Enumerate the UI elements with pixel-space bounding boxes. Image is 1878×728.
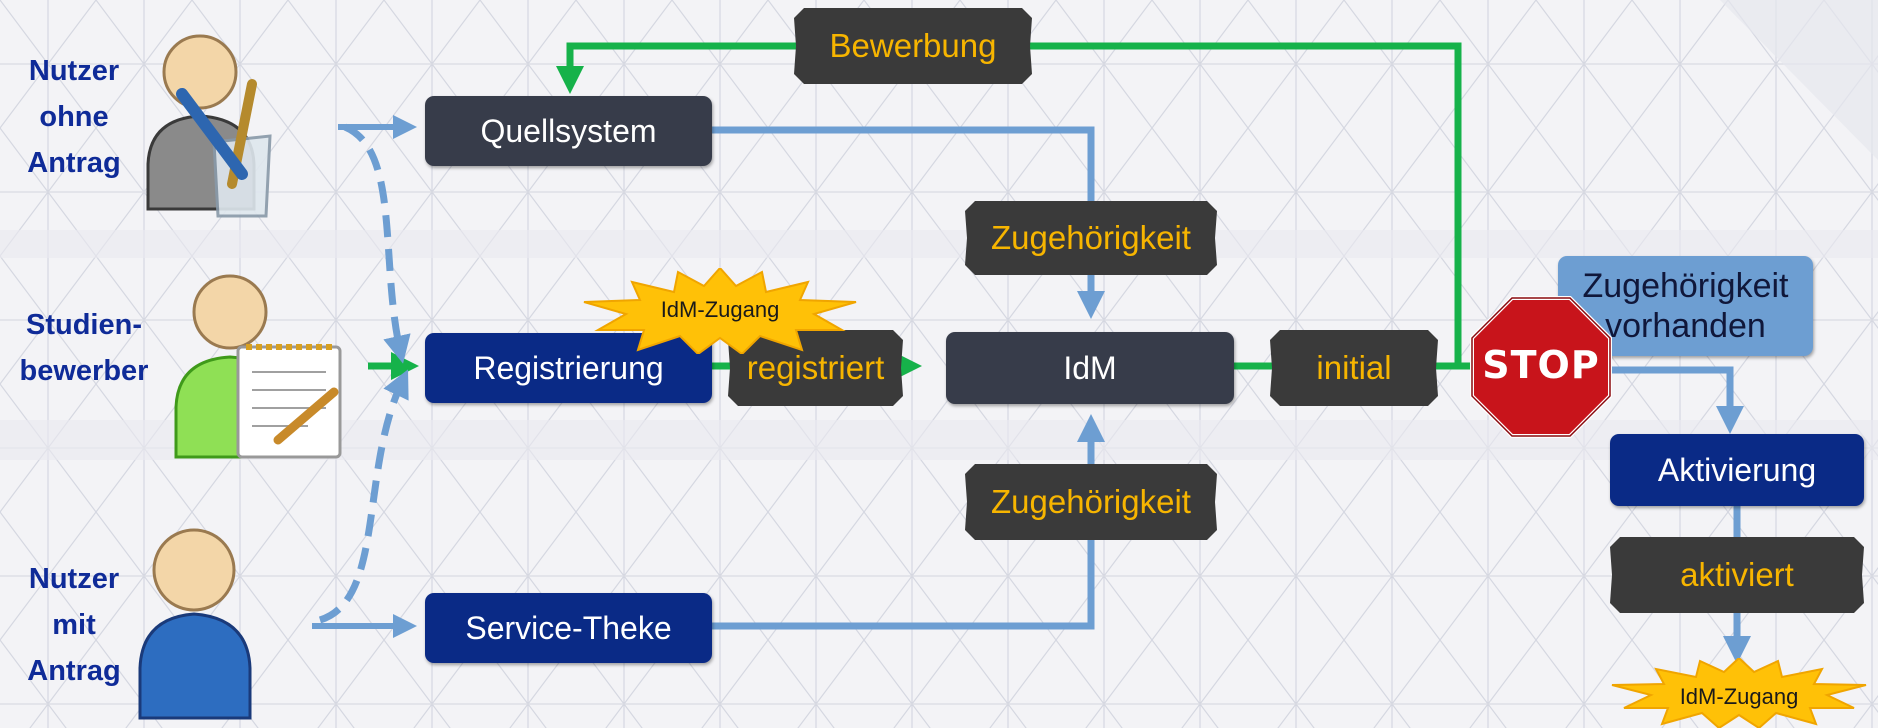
user-label-with-application: Nutzer mit Antrag bbox=[27, 563, 121, 687]
stop-sign-label: STOP bbox=[1482, 343, 1600, 387]
membership-tag-bottom: Zugehörigkeit bbox=[965, 464, 1217, 540]
registration-node: Registrierung bbox=[425, 333, 712, 403]
user-label-without-application: Nutzer ohne Antrag bbox=[27, 55, 121, 179]
initial-tag: initial bbox=[1270, 330, 1438, 406]
user-label-applicant: Studien- bewerber bbox=[19, 309, 149, 387]
source-system-node: Quellsystem bbox=[425, 96, 712, 166]
dashed-curve-top bbox=[343, 123, 411, 364]
registered-tag: registriert bbox=[728, 330, 903, 406]
membership-tag-top: Zugehörigkeit bbox=[965, 201, 1217, 275]
idm-access-burst-top bbox=[583, 268, 857, 354]
service-desk-node: Service-Theke bbox=[425, 593, 712, 663]
idm-access-burst-bottom bbox=[1611, 658, 1867, 728]
stop-sign-icon bbox=[1470, 296, 1612, 438]
user-blue-icon bbox=[138, 528, 252, 720]
activation-node: Aktivierung bbox=[1610, 434, 1864, 506]
dashed-curve-bottom bbox=[318, 369, 409, 624]
idm-access-label-top: IdM-Zugang bbox=[660, 297, 780, 322]
stop-to-activation-line bbox=[1610, 366, 1744, 434]
idm-node: IdM bbox=[946, 332, 1234, 404]
idm-access-label-bottom: IdM-Zugang bbox=[1679, 684, 1799, 709]
activated-tag: aktiviert bbox=[1610, 537, 1864, 613]
application-tag: Bewerbung bbox=[794, 8, 1032, 84]
membership-present-node: Zugehörigkeit vorhanden bbox=[1558, 256, 1813, 356]
user-with-pencil-icon bbox=[146, 34, 272, 218]
applicant-with-notepad-icon bbox=[174, 274, 342, 459]
